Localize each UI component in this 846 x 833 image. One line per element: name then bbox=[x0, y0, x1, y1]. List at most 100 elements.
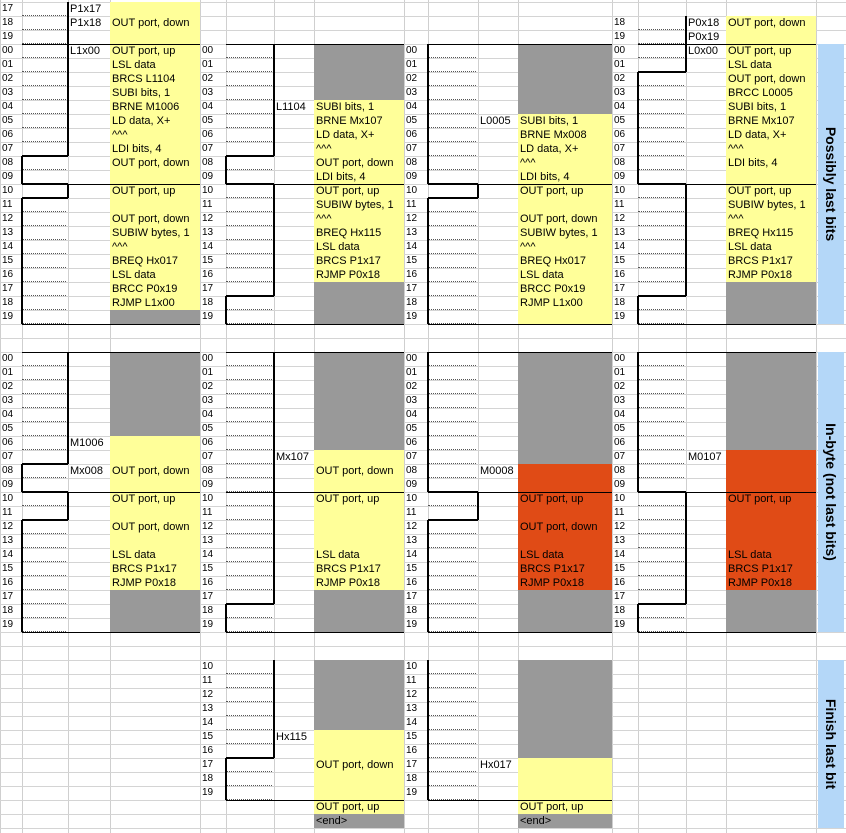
wave-baseline bbox=[638, 435, 684, 436]
waveform-edge bbox=[685, 16, 687, 30]
row-number: 06 bbox=[614, 437, 626, 448]
row-number: 07 bbox=[2, 143, 14, 154]
wave-baseline bbox=[22, 169, 66, 170]
waveform-edge bbox=[685, 282, 687, 296]
wave-baseline bbox=[226, 169, 272, 170]
row-number: 02 bbox=[2, 73, 14, 84]
row-number: 08 bbox=[2, 465, 14, 476]
row-number: 15 bbox=[406, 731, 418, 742]
instruction-cell: RJMP P0x18 bbox=[728, 269, 792, 281]
wave-baseline bbox=[22, 323, 66, 324]
row-number: 01 bbox=[614, 59, 626, 70]
row-number: 15 bbox=[2, 255, 14, 266]
row-number: 16 bbox=[614, 269, 626, 280]
row-number: 18 bbox=[202, 605, 214, 616]
waveform-edge bbox=[427, 786, 429, 800]
wave-baseline bbox=[428, 589, 476, 590]
row-number: 05 bbox=[614, 115, 626, 126]
instruction-cell: OUT port, down bbox=[316, 759, 394, 771]
waveform-edge bbox=[637, 352, 639, 366]
row-number: 16 bbox=[406, 269, 418, 280]
wave-baseline bbox=[638, 225, 684, 226]
row-number: 14 bbox=[614, 549, 626, 560]
waveform-edge bbox=[637, 296, 639, 310]
waveform-edge bbox=[21, 198, 23, 212]
row-number: 07 bbox=[406, 143, 418, 154]
block-separator bbox=[638, 184, 816, 185]
row-number: 06 bbox=[2, 129, 14, 140]
instruction-cell: OUT port, up bbox=[112, 45, 176, 57]
wave-baseline bbox=[428, 799, 476, 800]
waveform-edge bbox=[273, 408, 275, 422]
row-number: 19 bbox=[614, 31, 626, 42]
wave-baseline bbox=[428, 239, 476, 240]
instruction-cell: LSL data bbox=[112, 59, 156, 71]
row-number: 09 bbox=[202, 479, 214, 490]
waveform-edge bbox=[637, 394, 639, 408]
waveform-edge bbox=[685, 254, 687, 268]
wave-baseline bbox=[428, 141, 476, 142]
branch-label: P1x18 bbox=[70, 17, 102, 29]
waveform-edge bbox=[427, 226, 429, 240]
row-number: 14 bbox=[202, 717, 214, 728]
wave-baseline bbox=[226, 435, 272, 436]
wave-baseline bbox=[638, 211, 684, 212]
instruction-cell: LSL data bbox=[728, 549, 772, 561]
instruction-cell: BRCC P0x19 bbox=[112, 283, 178, 295]
waveform-transition bbox=[22, 197, 68, 199]
instruction-cell: ^^^ bbox=[520, 157, 536, 169]
branch-label: M1006 bbox=[70, 437, 104, 449]
row-number: 05 bbox=[202, 423, 214, 434]
row-number: 13 bbox=[2, 535, 14, 546]
wave-baseline bbox=[22, 309, 66, 310]
block-separator bbox=[226, 800, 404, 801]
row-number: 07 bbox=[406, 451, 418, 462]
waveform-edge bbox=[273, 576, 275, 590]
waveform-edge bbox=[273, 716, 275, 730]
block-separator bbox=[226, 324, 404, 325]
instruction-cell: SUBIW bytes, 1 bbox=[316, 199, 394, 211]
waveform-edge bbox=[427, 394, 429, 408]
waveform-edge bbox=[21, 548, 23, 562]
wave-baseline bbox=[428, 603, 476, 604]
row-number: 18 bbox=[614, 17, 626, 28]
wave-baseline bbox=[226, 379, 272, 380]
waveform-edge bbox=[273, 254, 275, 268]
waveform-transition bbox=[22, 519, 68, 521]
waveform-edge bbox=[67, 16, 69, 30]
wave-baseline bbox=[428, 631, 476, 632]
row-number: 04 bbox=[614, 101, 626, 112]
wave-baseline bbox=[638, 631, 684, 632]
block-separator bbox=[226, 492, 404, 493]
wave-baseline bbox=[428, 449, 476, 450]
row-number: 14 bbox=[406, 241, 418, 252]
waveform-edge bbox=[427, 590, 429, 604]
row-number: 10 bbox=[406, 661, 418, 672]
row-number: 18 bbox=[406, 605, 418, 616]
row-number: 05 bbox=[202, 115, 214, 126]
row-number: 18 bbox=[2, 605, 14, 616]
row-number: 12 bbox=[406, 213, 418, 224]
row-number: 00 bbox=[406, 45, 418, 56]
waveform-edge bbox=[427, 576, 429, 590]
waveform-edge bbox=[21, 590, 23, 604]
instruction-cell: RJMP L1x00 bbox=[112, 297, 175, 309]
wave-baseline bbox=[22, 113, 66, 114]
waveform-edge bbox=[427, 156, 429, 170]
row-number: 05 bbox=[406, 423, 418, 434]
waveform-edge bbox=[273, 394, 275, 408]
waveform-edge bbox=[21, 268, 23, 282]
wave-baseline bbox=[428, 547, 476, 548]
row-number: 08 bbox=[406, 157, 418, 168]
branch-label: L1x00 bbox=[70, 45, 100, 57]
instruction-cell: BRNE Mx107 bbox=[316, 115, 383, 127]
row-number: 04 bbox=[406, 409, 418, 420]
waveform-edge bbox=[427, 198, 429, 212]
row-number: 01 bbox=[406, 59, 418, 70]
waveform-edge bbox=[225, 310, 227, 324]
waveform-edge bbox=[685, 226, 687, 240]
block-separator bbox=[22, 632, 200, 633]
waveform-edge bbox=[273, 366, 275, 380]
waveform-edge bbox=[685, 44, 687, 58]
